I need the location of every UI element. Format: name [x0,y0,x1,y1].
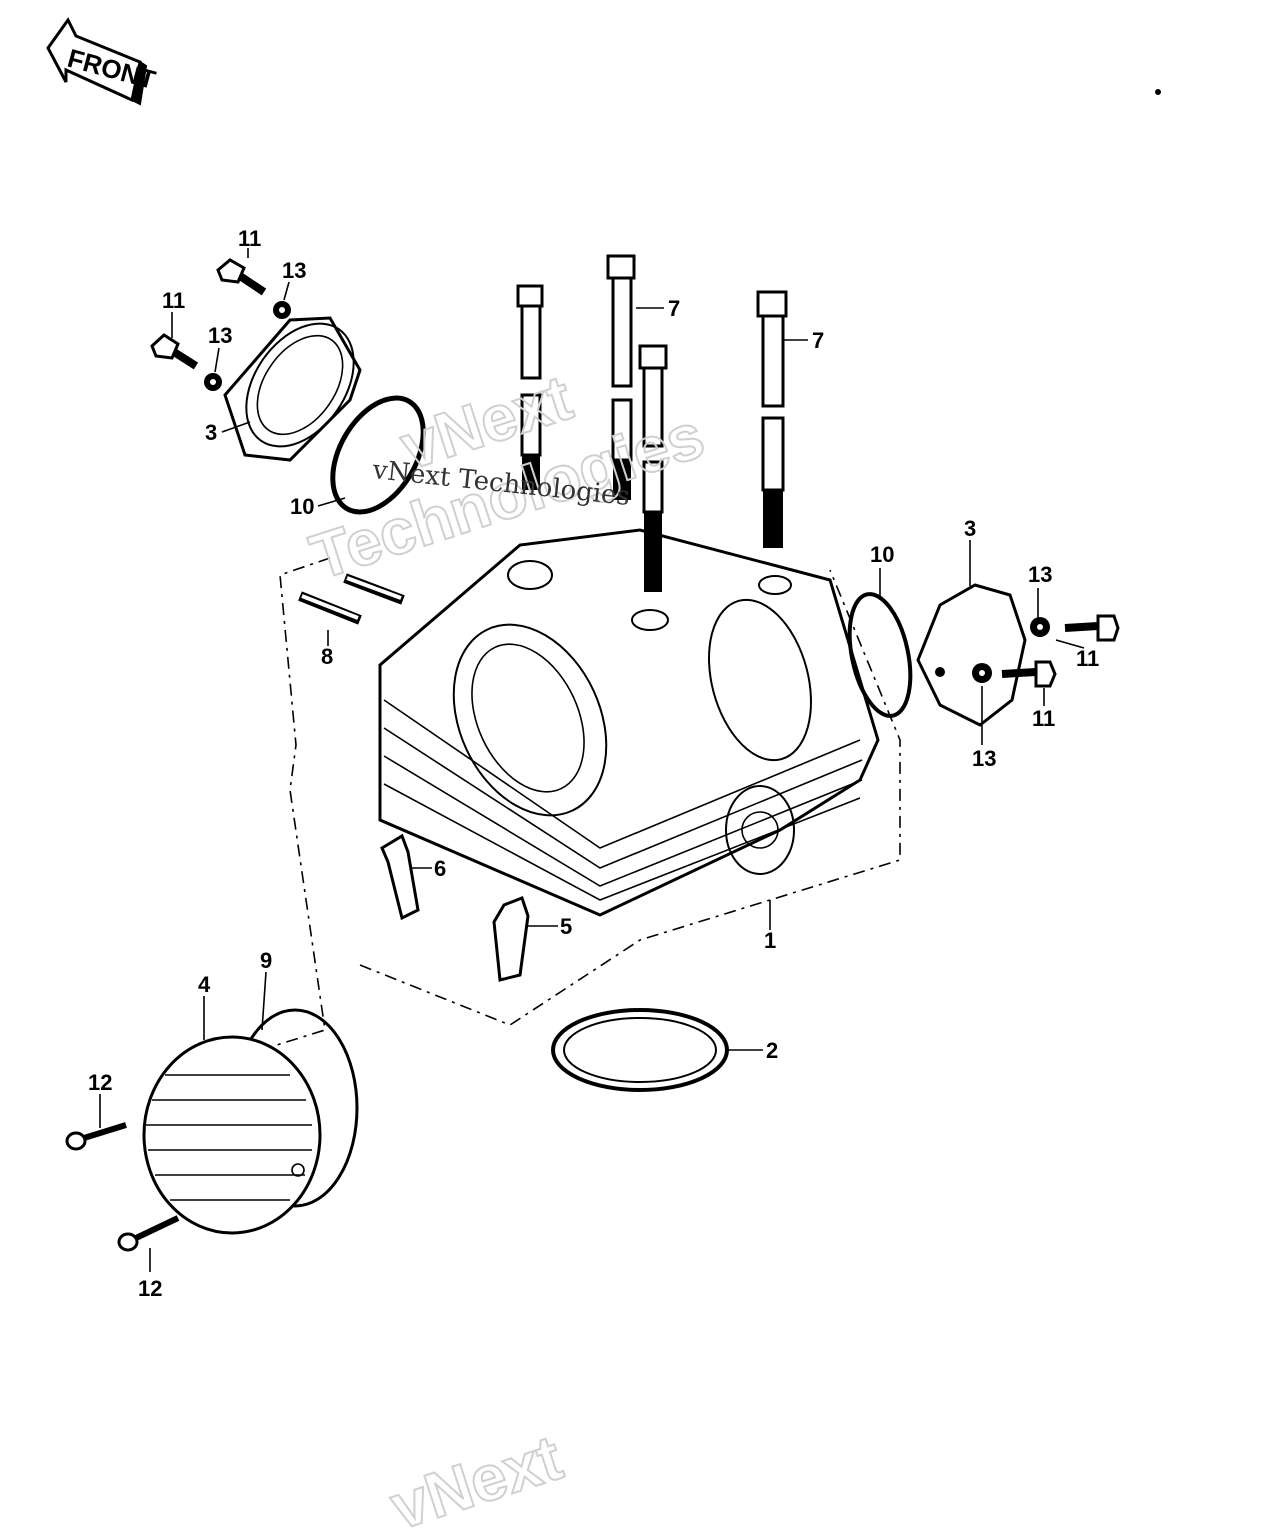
callout-13: 13 [1028,562,1052,587]
rocker-cover-left [223,316,362,462]
valve-guide-5 [492,896,530,982]
valve-guide-6 [380,833,420,921]
rocker-cover-right [916,583,1027,727]
callout-9: 9 [260,948,272,973]
callout-7: 7 [668,296,680,321]
callout-13: 13 [282,258,306,283]
washer-13-r-a [1030,617,1050,637]
callout-3: 3 [964,516,976,541]
callout-11: 11 [162,288,185,313]
callout-7: 7 [812,328,824,353]
washer-13-tl-b [204,373,222,391]
bolt-11-r-b [1001,660,1057,688]
screw-12-b [117,1215,180,1252]
watermark-bottom-vnext: vNext [382,1421,570,1536]
speck-mark [1155,89,1161,95]
callout-12: 12 [138,1276,162,1301]
bolt-11-tl-b [150,333,199,370]
callout-8: 8 [321,644,333,669]
callout-4: 4 [198,972,211,997]
head-bolt-7d [756,290,788,548]
leader-lines [99,248,1085,1272]
washer-13-tl-a [273,301,291,319]
callout-3: 3 [205,420,217,445]
callout-11: 11 [238,226,261,251]
assembly-outline-dashed [234,557,331,1059]
callout-10: 10 [870,542,894,567]
washer-13-r-b [972,663,992,683]
callout-13: 13 [972,746,996,771]
head-bolt-7c [638,344,668,592]
bolt-11-tl-a [216,258,267,296]
front-arrow-icon: FRONT [46,17,159,106]
head-bolt-7a [516,284,544,490]
gasket-ring-2 [551,1008,729,1092]
callout-5: 5 [560,914,572,939]
callout-11: 11 [1076,646,1099,671]
callout-6: 6 [434,856,446,881]
bolt-11-r-a [1064,614,1120,642]
screw-12-a [65,1122,127,1151]
o-ring-left [330,395,426,515]
callout-2: 2 [766,1038,778,1063]
callout-1: 1 [764,928,776,953]
side-cover-4 [142,1035,322,1235]
callout-10: 10 [290,494,314,519]
stud-8 [298,573,405,625]
o-ring-right [847,592,913,718]
callout-13: 13 [208,323,232,348]
cylinder-head [378,528,880,917]
callout-11: 11 [1032,706,1055,731]
callout-12: 12 [88,1070,112,1095]
head-bolt-7b [606,254,636,500]
